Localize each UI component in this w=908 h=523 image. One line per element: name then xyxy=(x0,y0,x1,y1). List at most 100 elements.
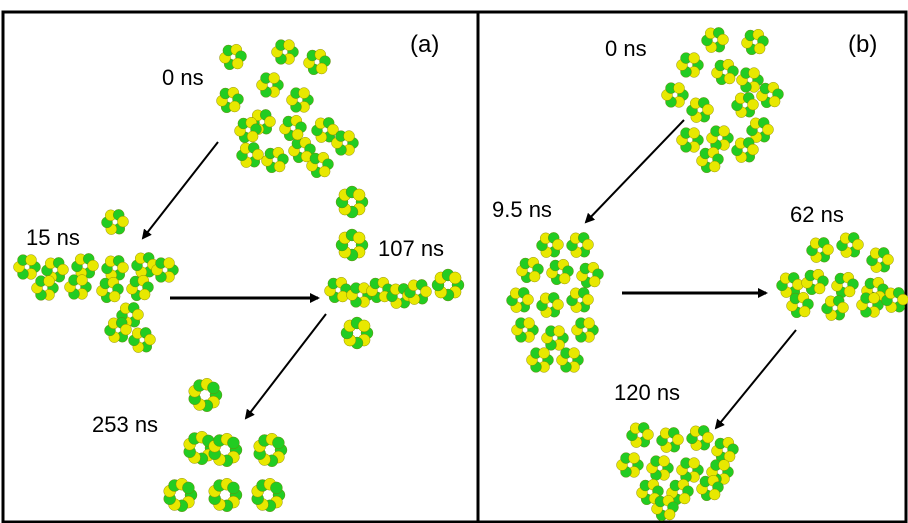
stage-label-b-9-5ns: 9.5 ns xyxy=(492,197,552,222)
cluster-b-9-5ns xyxy=(506,232,604,373)
molecule-ring xyxy=(96,277,124,303)
molecule-ring xyxy=(836,232,864,258)
molecule-ring xyxy=(101,209,129,235)
panel-b-frame xyxy=(476,10,908,523)
cluster-b-0ns xyxy=(661,27,784,174)
molecule-ring xyxy=(696,146,724,174)
molecule-ring xyxy=(736,67,764,93)
molecule-ring xyxy=(216,86,244,114)
molecule-ring xyxy=(311,117,339,143)
cluster-a-107ns-ring-3 xyxy=(431,268,465,302)
molecule-ring xyxy=(731,92,759,118)
molecule-ring xyxy=(686,97,714,123)
cluster-b-120ns xyxy=(616,422,739,521)
cluster-a-253ns-ring-4 xyxy=(253,433,288,467)
molecule-ring xyxy=(576,262,604,288)
molecule-ring xyxy=(786,292,814,318)
cluster-a-253ns-ring-1 xyxy=(188,378,223,412)
panel-b-arrows xyxy=(584,119,797,430)
panel-a-arrows xyxy=(141,141,327,420)
molecule-ring xyxy=(831,272,859,298)
molecule-ring xyxy=(288,136,316,164)
cluster-a-253ns-ring-7 xyxy=(251,478,286,512)
arrow-b-62-to-120 xyxy=(714,329,797,430)
molecule-ring xyxy=(506,287,534,313)
molecule-ring xyxy=(666,479,694,505)
molecule-ring xyxy=(566,232,594,258)
molecule-ring xyxy=(616,452,644,478)
molecule-ring xyxy=(151,257,179,283)
molecule-ring xyxy=(516,257,544,283)
molecule-ring xyxy=(261,146,289,174)
molecule-ring xyxy=(571,317,599,343)
molecule-ring xyxy=(104,317,132,343)
molecule-ring xyxy=(646,455,674,481)
arrow-a-0-to-15 xyxy=(141,141,219,240)
molecule-ring xyxy=(566,287,594,313)
stage-label-a-0ns: 0 ns xyxy=(162,65,204,90)
molecule-ring xyxy=(279,114,307,142)
panel-b-label: (b) xyxy=(848,31,877,58)
cluster-a-107ns-stack xyxy=(324,277,432,309)
cluster-a-253ns-ring-2 xyxy=(183,431,218,465)
molecule-ring xyxy=(701,27,729,53)
molecule-ring xyxy=(866,247,894,273)
molecule-ring xyxy=(821,295,849,321)
molecule-ring xyxy=(556,347,584,373)
molecular-clusters xyxy=(13,27,908,521)
molecule-ring xyxy=(806,237,834,263)
cluster-a-253ns-ring-5 xyxy=(163,478,198,512)
molecule-ring xyxy=(256,72,284,98)
molecule-ring xyxy=(303,49,331,76)
molecule-ring xyxy=(696,475,724,501)
molecule-ring xyxy=(711,437,739,463)
molecule-ring xyxy=(536,232,564,258)
molecule-ring xyxy=(756,81,784,109)
molecule-ring xyxy=(324,277,352,303)
molecule-ring xyxy=(541,325,569,351)
molecule-ring xyxy=(801,269,829,295)
molecule-ring xyxy=(126,275,154,301)
molecule-ring xyxy=(856,292,884,318)
molecule-ring xyxy=(661,82,689,108)
molecule-ring xyxy=(128,327,156,353)
molecule-ring xyxy=(234,116,262,144)
stage-label-a-253ns: 253 ns xyxy=(92,412,158,437)
molecule-ring xyxy=(219,44,247,71)
molecule-ring xyxy=(656,427,684,453)
molecule-ring xyxy=(236,142,264,168)
stage-label-b-120ns: 120 ns xyxy=(614,380,680,405)
arrow-b-0-to-9 xyxy=(584,119,685,224)
panel-a-label: (a) xyxy=(410,31,439,58)
cluster-b-62ns xyxy=(776,232,908,321)
molecule-ring xyxy=(711,58,739,86)
molecule-ring xyxy=(64,274,92,300)
molecule-ring xyxy=(881,287,908,313)
molecule-ring xyxy=(13,254,41,280)
molecule-ring xyxy=(746,117,774,143)
molecule-ring xyxy=(626,422,654,448)
stage-label-b-62ns: 62 ns xyxy=(790,202,844,227)
molecule-ring xyxy=(511,317,539,343)
molecule-ring xyxy=(741,29,769,55)
molecule-ring xyxy=(636,479,664,505)
arrow-a-107-to-253 xyxy=(244,313,327,420)
stage-label-b-0ns: 0 ns xyxy=(605,36,647,61)
molecule-ring xyxy=(271,39,299,65)
molecule-ring xyxy=(651,495,679,521)
molecule-ring xyxy=(101,255,129,281)
molecule-ring xyxy=(131,252,159,278)
molecule-ring xyxy=(286,87,314,113)
cluster-a-15ns xyxy=(13,209,179,353)
molecule-ring xyxy=(686,425,714,451)
molecule-ring xyxy=(526,347,554,373)
cluster-a-253ns-ring-3 xyxy=(208,433,243,467)
molecule-ring xyxy=(731,137,759,163)
molecule-ring xyxy=(536,292,564,318)
cluster-a-107ns-ring-1 xyxy=(335,185,369,219)
cluster-a-253ns-ring-6 xyxy=(208,478,243,512)
stage-label-a-15ns: 15 ns xyxy=(26,225,80,250)
molecule-ring xyxy=(306,151,334,179)
molecule-ring xyxy=(546,259,574,285)
molecule-ring xyxy=(706,125,734,151)
